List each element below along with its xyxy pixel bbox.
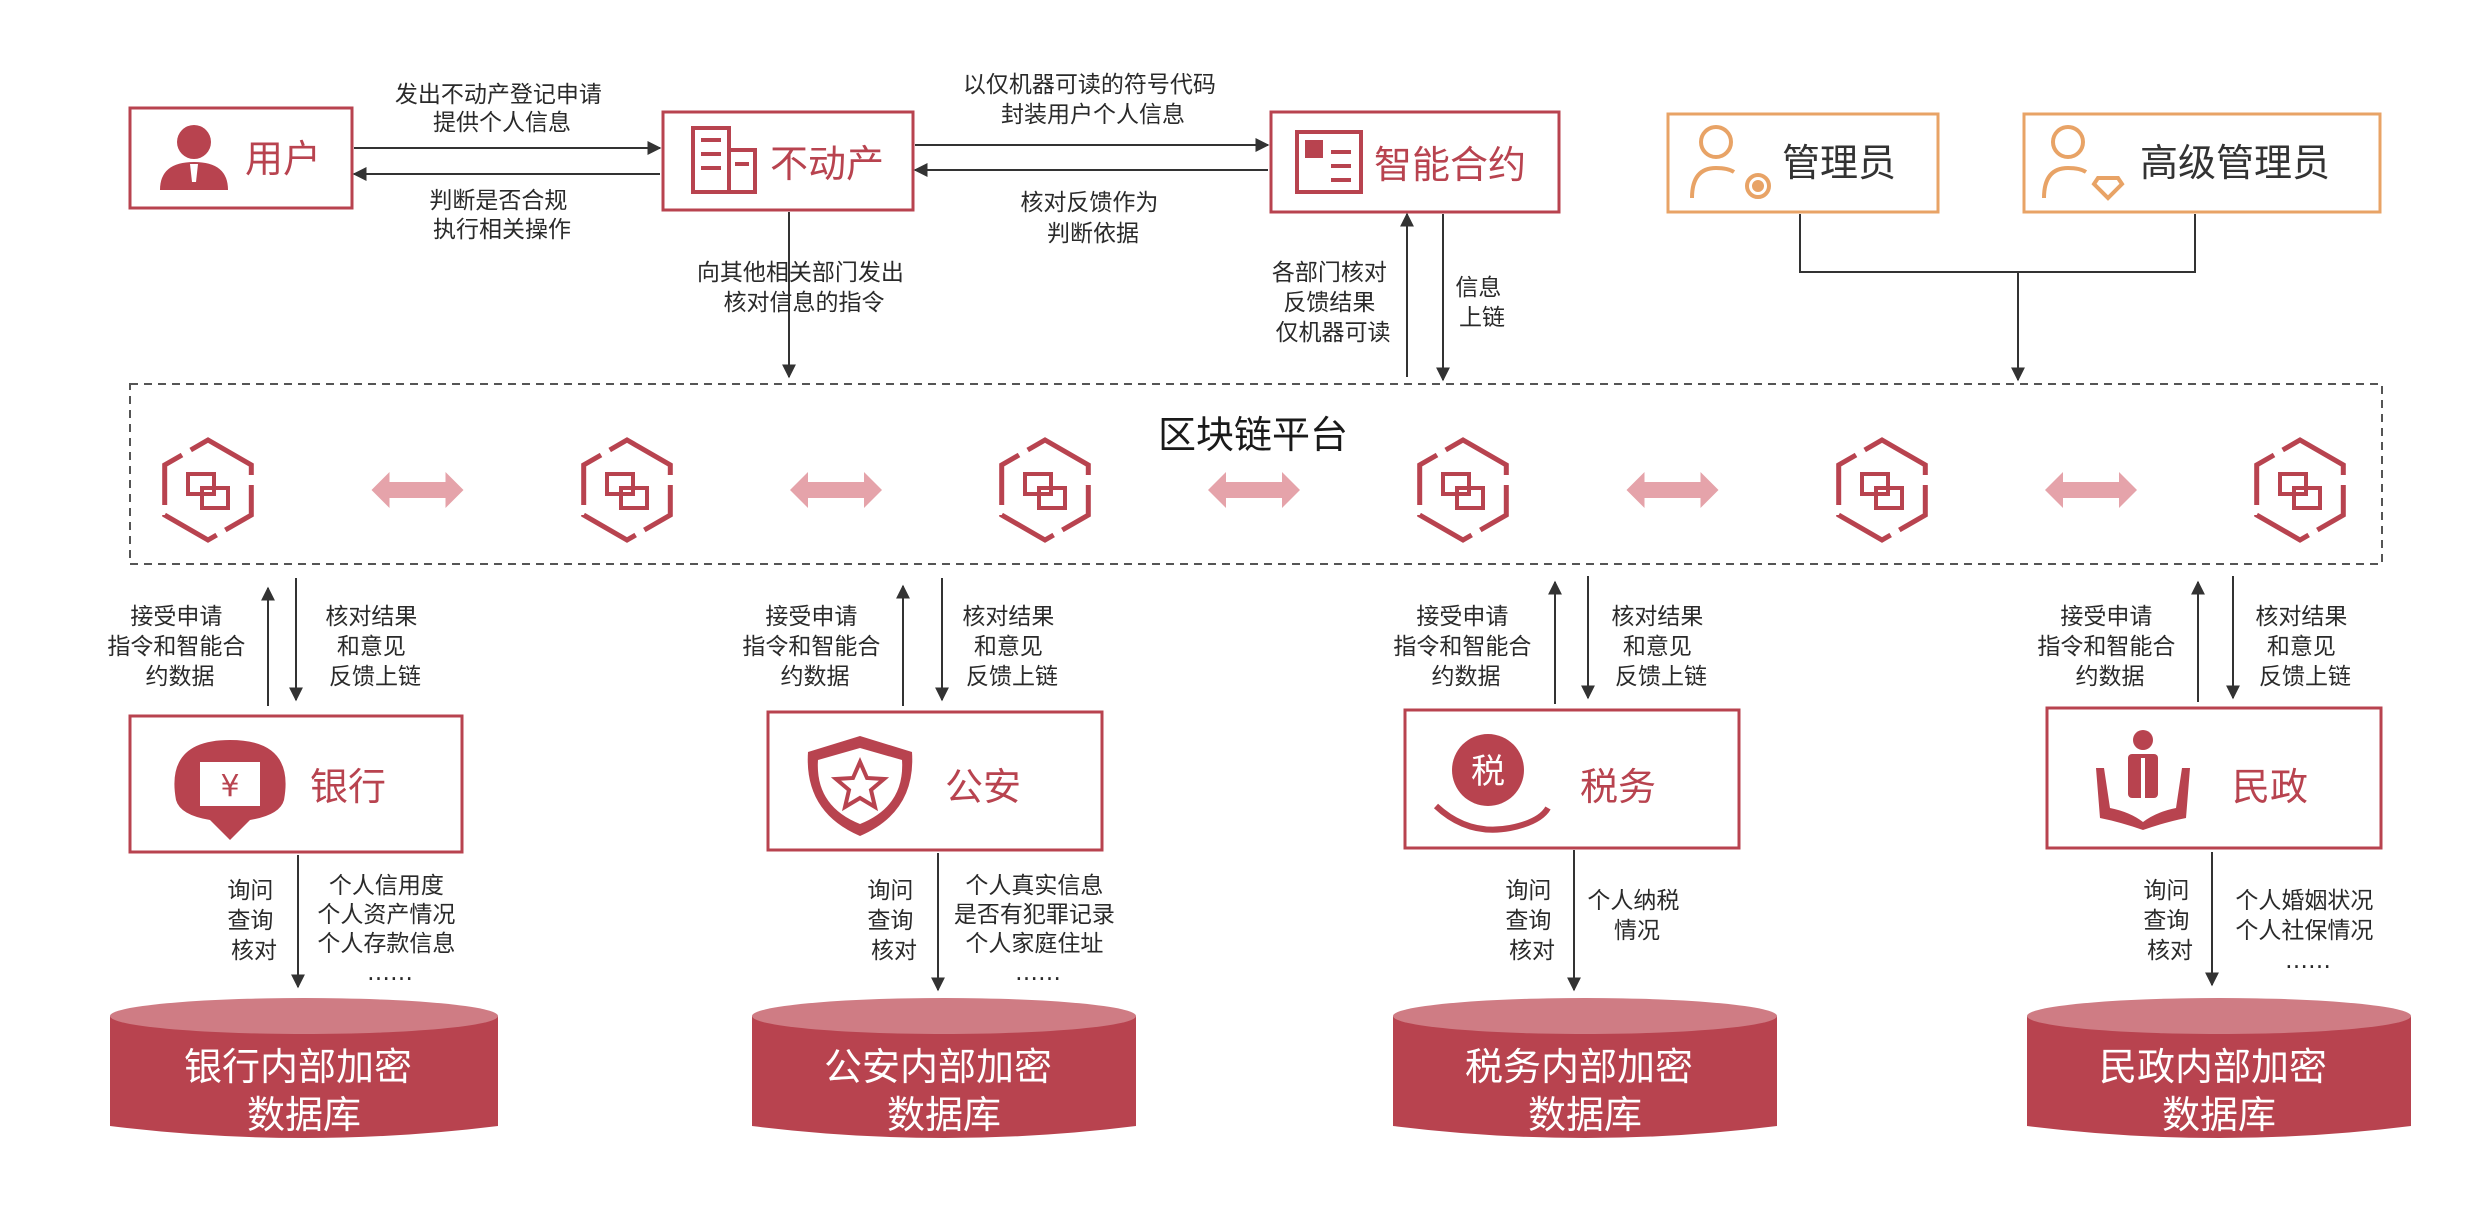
double-arrow-icon xyxy=(790,472,882,508)
police-up-note: 接受申请 指令和智能合 约数据 xyxy=(742,604,887,690)
senior-admin-label: 高级管理员 xyxy=(2140,141,2330,185)
civil-label: 民政 xyxy=(2232,765,2308,809)
tax-connectors xyxy=(1548,576,1595,992)
svg-text:税: 税 xyxy=(1471,752,1505,792)
bank-query-note: 询问 查询 核对 xyxy=(227,878,280,964)
platform-title: 区块链平台 xyxy=(1158,413,1348,457)
shield-star-icon xyxy=(807,736,913,836)
smart-contract-label: 智能合约 xyxy=(1374,143,1526,187)
civil-info-note: 个人婚姻状况 个人社保情况 …… xyxy=(2235,888,2380,974)
platform-up-note: 各部门核对 反馈结果 仅机器可读 xyxy=(1272,260,1394,346)
bank-info-note: 个人信用度 个人资产情况 个人存款信息 …… xyxy=(317,873,462,986)
realestate-to-user-note: 判断是否合规 执行相关操作 xyxy=(429,188,574,243)
svg-text:税务内部加密 数据库: 税务内部加密 数据库 xyxy=(1465,1045,1705,1137)
user-gear-icon xyxy=(1690,125,1771,199)
svg-text:¥: ¥ xyxy=(220,769,239,804)
civil-query-note: 询问 查询 核对 xyxy=(2143,878,2196,964)
double-arrow-icon xyxy=(371,472,464,508)
police-query-note: 询问 查询 核对 xyxy=(867,878,920,964)
police-node[interactable]: 公安 xyxy=(766,710,1104,852)
civil-connectors xyxy=(2191,576,2240,987)
building-icon xyxy=(691,126,757,194)
civil-down-note: 核对结果 和意见 反馈上链 xyxy=(2255,604,2354,690)
senior-admin-node[interactable]: 高级管理员 xyxy=(2022,112,2382,214)
realestate-label: 不动产 xyxy=(770,142,884,186)
blockchain-blocks xyxy=(162,437,2346,543)
civil-node[interactable]: 民政 xyxy=(2045,706,2383,850)
people-hands-icon xyxy=(2096,730,2190,830)
bank-up-note: 接受申请 指令和智能合 约数据 xyxy=(107,604,252,690)
svg-text:民政内部加密 数据库: 民政内部加密 数据库 xyxy=(2099,1045,2339,1137)
svg-text:银行内部加密 数据库: 银行内部加密 数据库 xyxy=(184,1045,424,1137)
tax-info-note: 个人纳税 情况 xyxy=(1587,888,1686,944)
tax-hand-icon: 税 xyxy=(1433,734,1551,833)
hexagon-block-icon xyxy=(999,437,1091,543)
admin-label: 管理员 xyxy=(1782,141,1896,185)
blockchain-platform: 区块链平台 xyxy=(129,383,2383,565)
tax-query-note: 询问 查询 核对 xyxy=(1505,878,1558,964)
civil-database: 民政内部加密 数据库 xyxy=(2027,998,2411,1138)
document-icon xyxy=(1295,130,1363,194)
tax-up-note: 接受申请 指令和智能合 约数据 xyxy=(1393,604,1538,690)
police-database: 公安内部加密 数据库 xyxy=(752,998,1136,1138)
contract-down-note: 信息 上链 xyxy=(1455,275,1508,331)
hexagon-block-icon xyxy=(1836,437,1928,543)
civil-up-note: 接受申请 指令和智能合 约数据 xyxy=(2037,604,2182,690)
realestate-node[interactable]: 不动产 xyxy=(661,110,915,212)
police-info-note: 个人真实信息 是否有犯罪记录 个人家庭住址 …… xyxy=(954,873,1122,986)
yen-bank-icon: ¥ xyxy=(174,740,286,840)
tax-node[interactable]: 税 税务 xyxy=(1403,708,1741,850)
tax-label: 税务 xyxy=(1580,765,1656,809)
hexagon-block-icon xyxy=(2254,437,2346,543)
bank-label: 银行 xyxy=(310,765,386,809)
bank-node[interactable]: ¥ 银行 xyxy=(128,714,464,854)
realestate-to-contract-note: 以仅机器可读的符号代码 封装用户个人信息 xyxy=(963,72,1223,128)
user-label: 用户 xyxy=(245,137,321,181)
tax-database: 税务内部加密 数据库 xyxy=(1393,998,1777,1138)
double-arrow-icon xyxy=(1208,472,1300,508)
user-to-realestate-note: 发出不动产登记申请 提供个人信息 xyxy=(395,82,609,136)
tax-down-note: 核对结果 和意见 反馈上链 xyxy=(1611,604,1710,690)
svg-text:公安内部加密 数据库: 公安内部加密 数据库 xyxy=(824,1045,1064,1137)
double-arrow-icon xyxy=(1626,472,1719,508)
bank-down-note: 核对结果 和意见 反馈上链 xyxy=(325,604,424,690)
user-diamond-icon xyxy=(2042,125,2125,201)
hexagon-block-icon xyxy=(581,437,673,543)
police-label: 公安 xyxy=(945,765,1021,809)
hexagon-block-icon xyxy=(1417,437,1509,543)
double-arrow-icon xyxy=(2045,472,2137,508)
admin-node[interactable]: 管理员 xyxy=(1666,112,1940,214)
police-down-note: 核对结果 和意见 反馈上链 xyxy=(962,604,1061,690)
user-node[interactable]: 用户 xyxy=(128,106,354,210)
bank-database: 银行内部加密 数据库 xyxy=(110,998,498,1138)
hexagon-block-icon xyxy=(162,437,254,543)
top-connectors xyxy=(352,138,2196,382)
bank-connectors xyxy=(261,578,305,989)
realestate-down-note: 向其他相关部门发出 核对信息的指令 xyxy=(697,260,911,316)
user-icon xyxy=(160,125,228,190)
police-connectors xyxy=(896,578,949,992)
smart-contract-node[interactable]: 智能合约 xyxy=(1269,110,1561,214)
contract-to-realestate-note: 核对反馈作为 判断依据 xyxy=(1020,190,1165,247)
